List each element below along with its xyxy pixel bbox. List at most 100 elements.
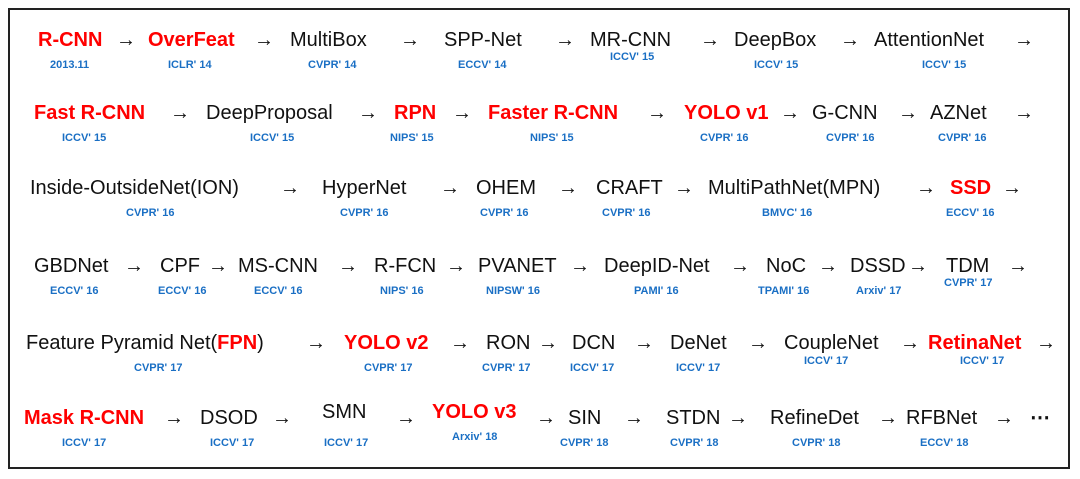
node-label: MS-CNN [238,255,318,277]
arrow-icon: → [400,29,420,51]
node-label: G-CNN [812,102,878,124]
arrow-icon: → [624,407,644,429]
arrow-icon: → [440,177,460,199]
arrow-icon: → [538,332,558,354]
node-label: DCN [572,332,616,354]
node-label: RetinaNet [928,332,1022,354]
node-label: Fast R-CNN [34,102,146,124]
node-label: YOLO v3 [432,401,517,423]
venue-label: ICCV' 17 [210,437,255,449]
timeline-row-6: Mask R-CNN ICCV' 17 → DSOD ICCV' 17 → SM… [10,401,1068,456]
node-label: Inside-OutsideNet(ION) [30,177,239,199]
node-label: CRAFT [596,177,663,199]
node-label: DeepID-Net [604,255,710,277]
arrow-icon: → [1008,255,1028,277]
venue-label: BMVC' 16 [762,207,813,219]
venue-label: ECCV' 14 [458,59,507,71]
arrow-icon: → [916,177,936,199]
arrow-icon: → [818,255,838,277]
arrow-icon: → [446,255,466,277]
venue-label: CVPR' 17 [364,362,413,374]
venue-label: NIPS' 15 [390,132,434,144]
node-label: R-CNN [38,29,103,51]
arrow-icon: → [450,332,470,354]
detector-timeline-frame: R-CNN 2013.11 → OverFeat ICLR' 14 → Mult… [8,8,1070,469]
node-label: MultiPathNet(MPN) [708,177,881,199]
node-label: Feature Pyramid Net(FPN) [26,331,264,355]
venue-label: CVPR' 18 [670,437,719,449]
arrow-icon: → [840,29,860,51]
arrow-icon: → [306,332,326,354]
venue-label: CVPR' 16 [700,132,749,144]
node-label: GBDNet [34,255,109,277]
arrow-icon: → [208,255,228,277]
node-label-prefix: Feature Pyramid Net( [26,332,218,354]
node-label: DeepProposal [206,102,333,124]
arrow-icon: → [674,177,694,199]
venue-label: ECCV' 16 [158,285,207,297]
venue-label: NIPS' 16 [380,285,424,297]
venue-label: 2013.11 [50,59,90,71]
node-label: OverFeat [148,29,235,51]
arrow-icon: → [124,255,144,277]
arrow-icon: → [728,407,748,429]
arrow-icon: → [730,255,750,277]
arrow-icon: → [900,332,920,354]
arrow-icon: → [647,102,667,124]
venue-label: CVPR' 17 [134,362,183,374]
arrow-icon: → [570,255,590,277]
node-label: AttentionNet [874,29,985,51]
venue-label: ECCV' 18 [920,437,969,449]
venue-label: Arxiv' 17 [856,285,902,297]
node-label: DeepBox [734,29,817,51]
arrow-icon: → [170,102,190,124]
arrow-icon: → [634,332,654,354]
venue-label: ICCV' 15 [62,132,107,144]
venue-label: ICCV' 17 [62,437,107,449]
node-label: OHEM [476,177,536,199]
node-label: SPP-Net [444,29,522,51]
timeline-row-4: GBDNet ECCV' 16 → CPF ECCV' 16 → MS-CNN … [10,254,1068,304]
arrow-icon: → [908,255,928,277]
arrow-icon: → [536,407,556,429]
venue-label: ICCV' 15 [754,59,799,71]
node-label-suffix: ) [257,332,264,354]
venue-label: CVPR' 16 [826,132,875,144]
node-label: DSSD [850,255,906,277]
venue-label: CVPR' 16 [340,207,389,219]
arrow-icon: → [452,102,472,124]
node-label: RefineDet [770,407,859,429]
arrow-icon: → [878,407,898,429]
arrow-icon: → [1002,177,1022,199]
venue-label: ICCV' 17 [570,362,615,374]
arrow-icon: → [780,102,800,124]
arrow-icon: → [558,177,578,199]
node-label: SIN [568,407,602,429]
arrow-icon: → [280,177,300,199]
arrow-icon: → [1036,332,1056,354]
node-label: YOLO v1 [684,102,769,124]
venue-label: Arxiv' 18 [452,431,498,443]
venue-label: CVPR' 18 [560,437,609,449]
venue-label: ICCV' 15 [922,59,967,71]
node-label: TDM [946,255,990,277]
arrow-icon: → [1014,29,1034,51]
arrow-icon: → [1014,102,1034,124]
arrow-icon: → [994,407,1014,429]
node-label: RFBNet [906,407,978,429]
timeline-row-3: Inside-OutsideNet(ION) CVPR' 16 → HyperN… [10,176,1068,226]
node-label: STDN [666,407,721,429]
node-label: SMN [322,401,367,423]
node-label: MultiBox [290,29,367,51]
venue-label: ICCV' 15 [610,51,655,63]
venue-label: ICCV' 17 [960,355,1005,367]
venue-label: CVPR' 16 [938,132,987,144]
node-label: CoupleNet [784,332,879,354]
venue-label: ECCV' 16 [50,285,99,297]
venue-label: CVPR' 17 [482,362,531,374]
venue-label: CVPR' 16 [126,207,175,219]
timeline-row-2: Fast R-CNN ICCV' 15 → DeepProposal ICCV'… [10,101,1068,151]
node-label: DSOD [200,407,258,429]
venue-label: NIPSW' 16 [486,285,540,297]
node-label: PVANET [478,255,557,277]
